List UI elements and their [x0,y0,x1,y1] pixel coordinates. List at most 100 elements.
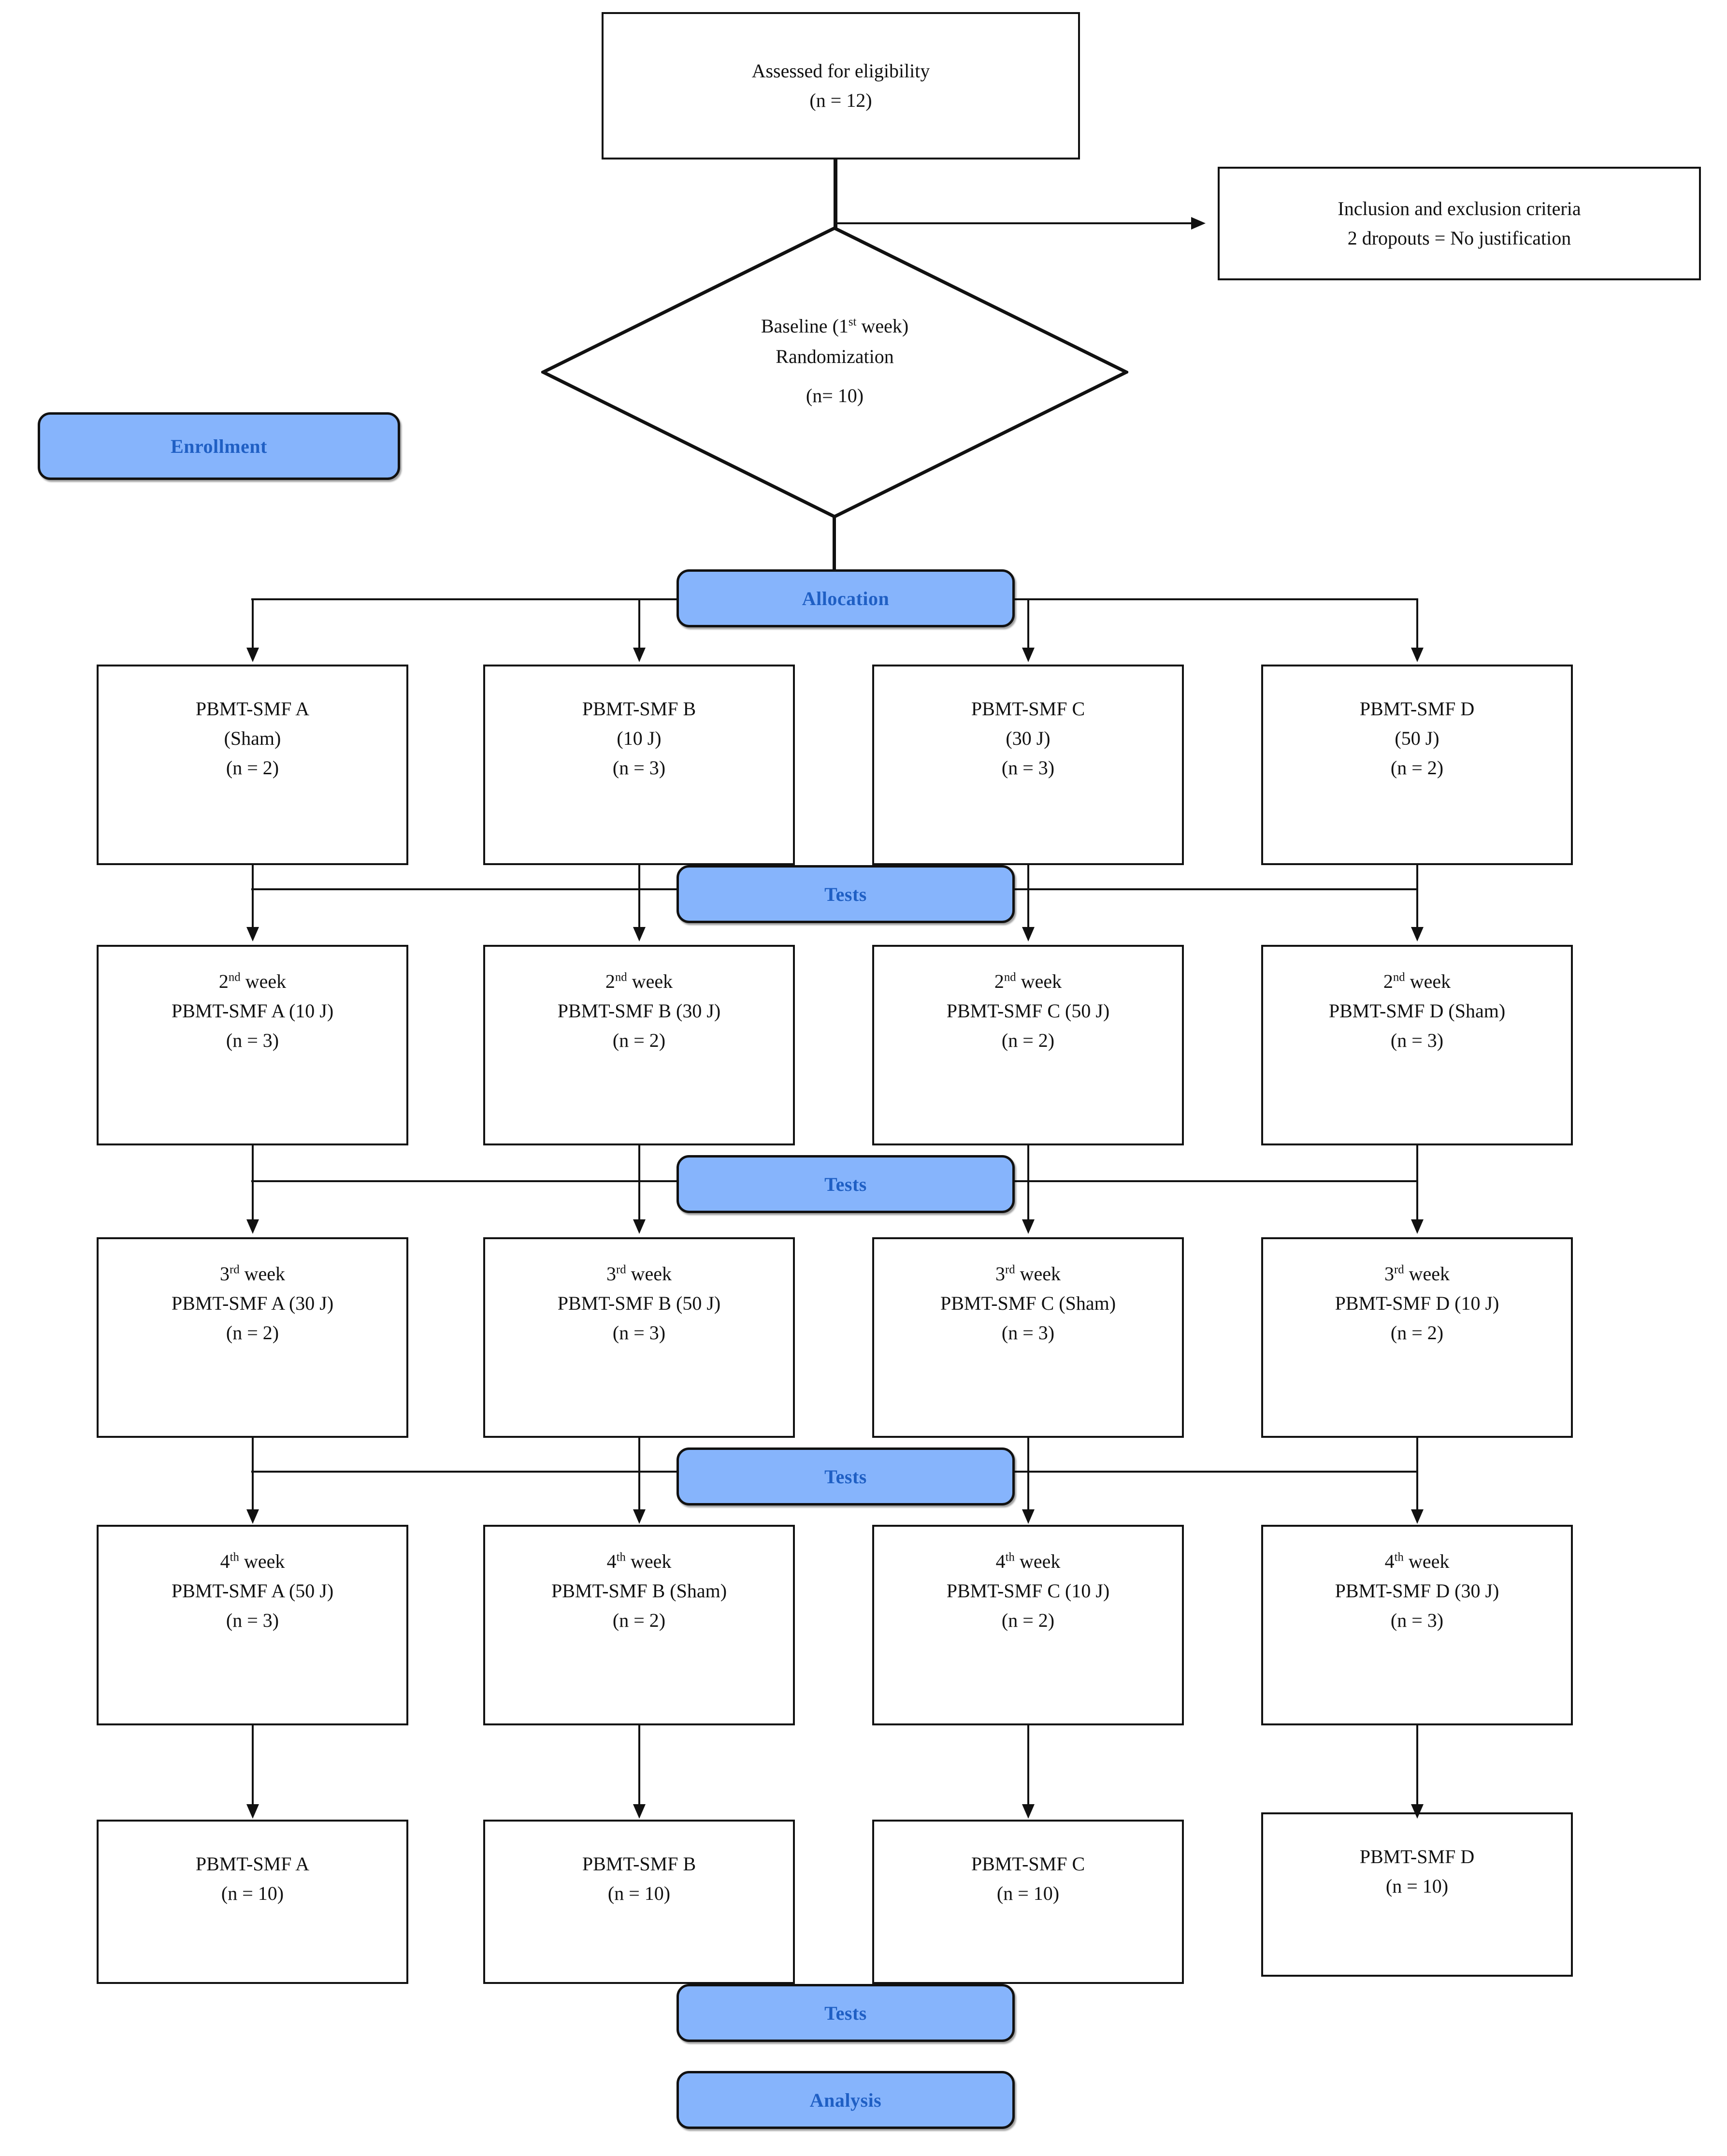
group-d-w2-line-2: PBMT-SMF D (Sham) [1328,999,1506,1022]
arrow-tests3-b [633,1509,646,1524]
group-b-w1-line-2: (10 J) [617,727,662,749]
ordinal-suffix-nd: nd [1393,970,1405,984]
group-c-w4-week: 4th week [995,1550,1061,1572]
tests2-drop-b [638,1145,640,1220]
allocation-drop-b [638,598,640,649]
stage-badge-tests-1[interactable]: Tests [676,865,1015,923]
arrow-allocation-d [1411,648,1424,662]
group-b-w1-line-1: PBMT-SMF B [582,698,696,720]
ordinal-suffix-st: st [848,315,857,329]
arrow-totals-c [1022,1804,1035,1819]
connector-eligibility-to-diamond [834,159,837,232]
arrow-tests3-a [246,1509,259,1524]
group-box-d-week2: 2nd week PBMT-SMF D (Sham) (n = 3) [1261,945,1573,1145]
group-c-w4-line-3: (n = 2) [1001,1609,1055,1631]
group-c-w3-week: 3rd week [995,1263,1061,1285]
arrow-to-exclusion [1191,217,1206,230]
group-c-w3-line-3: (n = 3) [1001,1321,1055,1344]
total-box-c: PBMT-SMF C (n = 10) [872,1820,1184,1984]
exclusion-line-1: Inclusion and exclusion criteria [1338,197,1581,219]
group-d-w2-line-3: (n = 3) [1390,1029,1444,1051]
allocation-drop-d [1416,598,1418,649]
group-box-b-week4: 4th week PBMT-SMF B (Sham) (n = 2) [483,1525,795,1725]
randomization-line-2: Randomization [776,346,894,368]
tests-1-label: Tests [824,883,867,905]
randomization-line-1: Baseline (1st week) [761,315,909,337]
analysis-label: Analysis [809,2089,882,2111]
group-b-w4-line-3: (n = 2) [612,1609,666,1631]
group-d-w3-week: 3rd week [1384,1263,1450,1285]
eligibility-line-1: Assessed for eligibility [751,59,930,82]
total-b-line-2: (n = 10) [607,1882,671,1904]
total-box-d: PBMT-SMF D (n = 10) [1261,1812,1573,1977]
ordinal-suffix-rd: rd [1005,1263,1015,1276]
group-a-w2-line-2: PBMT-SMF A (10 J) [171,999,334,1022]
tests1-drop-d [1416,865,1418,928]
arrow-allocation-a [246,648,259,662]
arrow-tests2-b [633,1219,646,1234]
stage-badge-tests-2[interactable]: Tests [676,1155,1015,1213]
exclusion-box: Inclusion and exclusion criteria 2 dropo… [1218,167,1701,280]
group-d-w2-week: 2nd week [1383,970,1451,992]
ordinal-suffix-rd: rd [1394,1263,1404,1276]
group-box-c-week2: 2nd week PBMT-SMF C (50 J) (n = 2) [872,945,1184,1145]
group-b-w3-week: 3rd week [606,1263,672,1285]
group-d-w1-line-1: PBMT-SMF D [1359,698,1475,720]
ordinal-suffix-th: th [1394,1550,1404,1564]
allocation-drop-a [252,598,254,649]
group-b-w4-week: 4th week [606,1550,672,1572]
stage-badge-enrollment[interactable]: Enrollment [38,412,400,480]
group-b-w3-line-3: (n = 3) [612,1321,666,1344]
group-c-w2-week: 2nd week [994,970,1062,992]
group-box-c-week1: PBMT-SMF C (30 J) (n = 3) [872,665,1184,865]
group-b-w2-week: 2nd week [605,970,673,992]
arrow-tests3-c [1022,1509,1035,1524]
group-box-c-week4: 4th week PBMT-SMF C (10 J) (n = 2) [872,1525,1184,1725]
totals-drop-c [1027,1725,1029,1805]
ordinal-suffix-nd: nd [228,970,241,984]
ordinal-suffix-nd: nd [1004,970,1016,984]
total-c-line-2: (n = 10) [996,1882,1060,1904]
group-d-w1-line-2: (50 J) [1395,727,1439,749]
connector-diamond-to-allocation [833,516,836,569]
group-a-w3-line-3: (n = 2) [226,1321,279,1344]
arrow-totals-b [633,1804,646,1819]
group-c-w1-line-1: PBMT-SMF C [971,698,1085,720]
stage-badge-tests-3[interactable]: Tests [676,1447,1015,1505]
tests-3-label: Tests [824,1465,867,1488]
stage-badge-analysis[interactable]: Analysis [676,2071,1015,2129]
ordinal-suffix-rd: rd [616,1263,626,1276]
tests-2-label: Tests [824,1173,867,1195]
totals-drop-d [1416,1725,1418,1805]
group-box-a-week3: 3rd week PBMT-SMF A (30 J) (n = 2) [97,1237,408,1438]
group-box-c-week3: 3rd week PBMT-SMF C (Sham) (n = 3) [872,1237,1184,1438]
group-c-w3-line-2: PBMT-SMF C (Sham) [940,1292,1116,1314]
arrow-allocation-c [1022,648,1035,662]
tests2-drop-c [1027,1145,1029,1220]
tests3-drop-c [1027,1438,1029,1510]
total-d-line-1: PBMT-SMF D [1359,1846,1475,1867]
group-a-w4-week: 4th week [220,1550,285,1572]
tests1-drop-a [252,865,254,928]
ordinal-suffix-th: th [1005,1550,1015,1564]
group-d-w3-line-3: (n = 2) [1390,1321,1444,1344]
stage-badge-allocation[interactable]: Allocation [676,569,1015,627]
totals-drop-a [252,1725,254,1805]
group-b-w3-line-2: PBMT-SMF B (50 J) [557,1292,721,1314]
group-b-w1-line-3: (n = 3) [612,756,666,779]
arrow-tests2-d [1411,1219,1424,1234]
group-d-w1-line-3: (n = 2) [1390,756,1444,779]
total-c-line-1: PBMT-SMF C [971,1853,1085,1875]
tests1-drop-b [638,865,640,928]
total-d-line-2: (n = 10) [1385,1875,1449,1897]
ordinal-suffix-rd: rd [229,1263,240,1276]
stage-badge-tests-final[interactable]: Tests [676,1984,1015,2042]
arrow-tests2-a [246,1219,259,1234]
arrow-tests2-c [1022,1219,1035,1234]
group-c-w2-line-2: PBMT-SMF C (50 J) [946,999,1110,1022]
group-a-w3-line-2: PBMT-SMF A (30 J) [171,1292,334,1314]
group-a-w1-line-1: PBMT-SMF A [195,698,310,720]
ordinal-suffix-th: th [616,1550,626,1564]
tests3-drop-a [252,1438,254,1510]
